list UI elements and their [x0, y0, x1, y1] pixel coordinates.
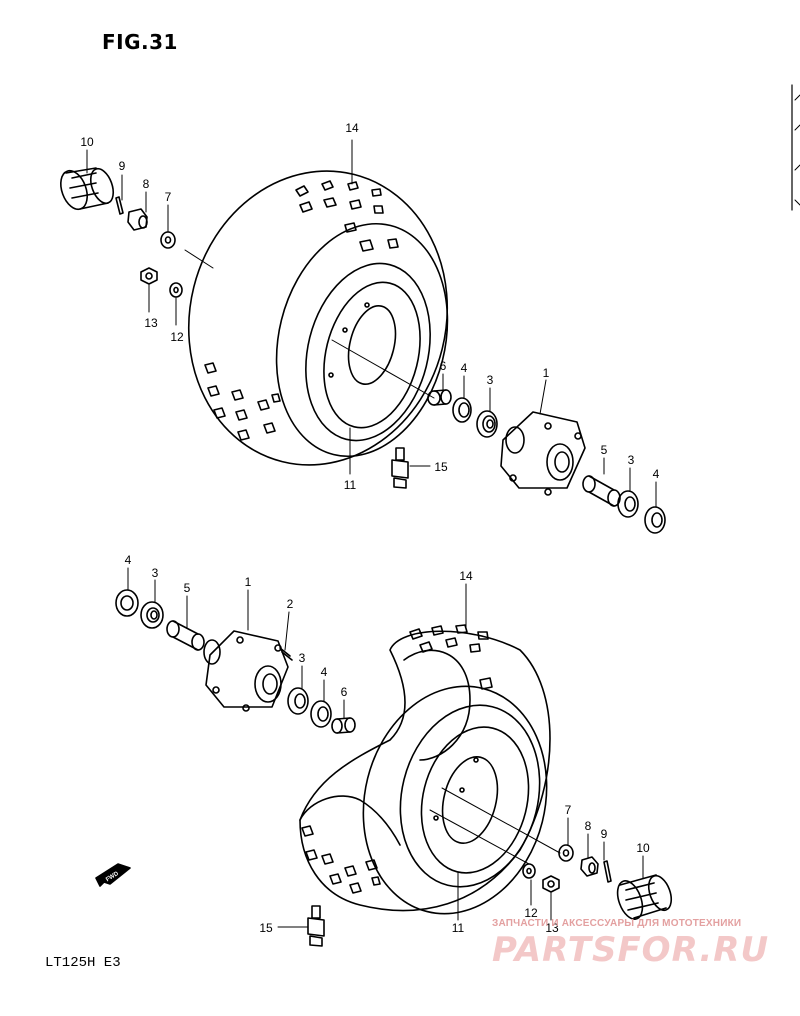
top-castle-nut — [127, 208, 148, 231]
top-leaders — [86, 139, 657, 508]
top-hub-cap — [60, 167, 115, 211]
callout-bottom-15: 15 — [259, 921, 273, 935]
callout-top-3: 3 — [487, 373, 494, 387]
top-hub-1 — [500, 411, 586, 496]
top-spacer-5 — [582, 475, 621, 507]
top-nut — [140, 267, 158, 285]
callout-top-5: 5 — [601, 443, 608, 457]
callout-top-10: 10 — [80, 135, 94, 149]
bottom-hub-1 — [203, 630, 289, 712]
callout-top-3b: 3 — [628, 453, 635, 467]
callout-bottom-8: 8 — [585, 819, 592, 833]
bottom-lock-washer-12 — [522, 863, 536, 879]
top-lock-washer — [169, 282, 183, 298]
callout-bottom-6: 6 — [341, 685, 348, 699]
callout-top-11: 11 — [344, 478, 357, 492]
bottom-seal-4 — [115, 589, 139, 617]
top-cotter-pin — [115, 196, 124, 215]
top-seal-4 — [452, 397, 472, 423]
bottom-valve-15 — [307, 905, 325, 947]
callout-top-15: 15 — [434, 460, 448, 474]
callout-top-13: 13 — [144, 316, 158, 330]
callout-bottom-9: 9 — [601, 827, 608, 841]
callout-bottom-3: 3 — [152, 566, 159, 580]
bottom-leaders — [127, 567, 644, 928]
callout-bottom-7: 7 — [565, 803, 572, 817]
bottom-hub-cap-10 — [616, 874, 673, 920]
callout-top-9: 9 — [119, 159, 126, 173]
top-seal-4b — [644, 506, 666, 534]
callout-bottom-3b: 3 — [299, 651, 306, 665]
watermark-caption: ЗАПЧАСТИ И АКСЕССУАРЫ ДЛЯ МОТОТЕХНИКИ — [492, 918, 742, 929]
bottom-spacer-6 — [331, 717, 356, 734]
watermark-logo: PARTSFOR.RU — [492, 930, 770, 970]
callout-bottom-13: 13 — [545, 921, 559, 935]
bottom-nut-13 — [542, 875, 560, 893]
frame-edge-marks — [794, 94, 800, 206]
top-spacer-6 — [427, 389, 452, 406]
callout-top-12: 12 — [170, 330, 184, 344]
callout-bottom-4: 4 — [125, 553, 132, 567]
callout-top-7: 7 — [165, 190, 172, 204]
bottom-bearing-3 — [140, 601, 164, 629]
callout-top-8: 8 — [143, 177, 150, 191]
callout-top-4: 4 — [461, 361, 468, 375]
bottom-tire — [299, 624, 551, 915]
callout-top-4b: 4 — [653, 467, 660, 481]
callout-top-14: 14 — [345, 121, 359, 135]
bottom-castle-nut-8 — [580, 856, 599, 877]
callout-bottom-2: 2 — [287, 597, 294, 611]
callout-bottom-14: 14 — [459, 569, 473, 583]
callout-bottom-5: 5 — [184, 581, 191, 595]
callout-top-1: 1 — [543, 366, 550, 380]
top-bearing-3 — [476, 410, 498, 438]
figure-title: FIG.31 — [102, 30, 178, 54]
bottom-callouts: 4 3 5 1 2 3 4 6 14 7 8 9 10 12 13 11 15 — [125, 553, 650, 935]
bottom-stud-2 — [279, 647, 293, 661]
bottom-washer-7 — [558, 844, 574, 862]
callout-bottom-11: 11 — [452, 921, 465, 935]
bottom-cotter-pin-9 — [603, 860, 612, 883]
top-bearing-3b — [617, 490, 639, 518]
callout-bottom-1: 1 — [245, 575, 252, 589]
callout-top-6: 6 — [440, 359, 447, 373]
top-washer — [160, 231, 176, 249]
bottom-seal-4b — [310, 700, 332, 728]
top-tire — [187, 170, 449, 466]
callout-bottom-4b: 4 — [321, 665, 328, 679]
callout-bottom-10: 10 — [636, 841, 650, 855]
model-code: LT125H E3 — [45, 955, 121, 971]
fwd-arrow-icon — [95, 863, 131, 887]
top-callouts: 14 10 9 8 7 13 12 6 4 3 1 5 3 4 15 11 — [80, 121, 659, 492]
top-valve-15 — [391, 447, 409, 489]
callout-bottom-12: 12 — [524, 906, 538, 920]
bottom-bearing-3b — [287, 687, 309, 715]
bottom-spacer-5 — [166, 620, 205, 651]
